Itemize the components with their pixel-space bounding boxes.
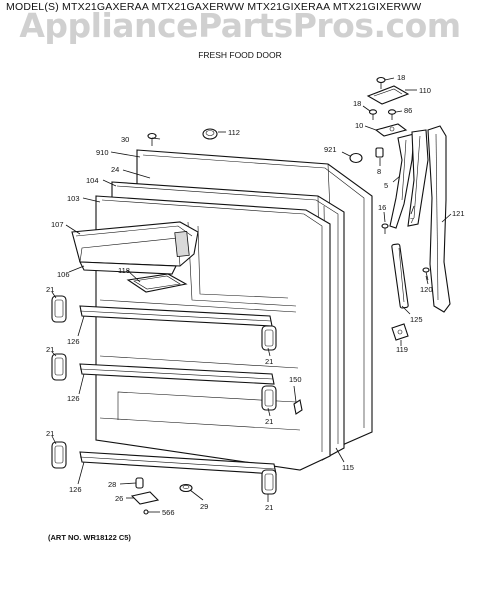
callout-104: 104 [86,176,99,185]
leader-lines [51,77,452,513]
clip-8 [375,147,384,158]
callout-18-mid: 18 [353,99,361,108]
callout-106: 106 [57,270,70,279]
callout-18-top: 18 [397,73,405,82]
callout-103: 103 [67,194,80,203]
callout-21-left-2: 21 [46,345,54,354]
callout-126-3: 126 [69,485,82,494]
butter-tray [126,273,188,293]
shelf-end-cap-right-3 [261,469,277,495]
screw-16 [381,223,389,234]
callout-10: 10 [355,121,363,130]
callout-107: 107 [51,220,64,229]
door-handle-121 [427,125,451,313]
plug-921 [349,152,363,164]
shelf-end-cap-left-1 [51,295,67,323]
handle-insert-7 [407,129,429,227]
callout-120: 120 [420,285,433,294]
callout-112: 112 [228,128,240,137]
hinge-10 [374,123,408,137]
callout-8: 8 [377,167,381,176]
callout-7: 7 [410,216,414,225]
screw-18-mid [368,109,378,120]
screw-86 [387,109,397,120]
callout-121: 121 [452,209,465,218]
dairy-compartment-door [71,221,199,267]
screw-120 [422,267,430,281]
callout-16: 16 [378,203,386,212]
stop-150 [293,399,303,415]
callout-566: 566 [162,508,175,517]
callout-86: 86 [404,106,412,115]
callout-28: 28 [108,480,116,489]
bracket-26 [130,491,160,505]
shelf-end-cap-left-2 [51,353,67,381]
callout-29: 29 [200,502,208,511]
plug-112 [202,128,218,140]
callout-5: 5 [384,181,388,190]
art-number: (ART NO. WR18122 C5) [48,533,131,542]
model-list: MODEL(S) MTX21GAXERAA MTX21GAXERWW MTX21… [6,1,422,13]
callout-119: 119 [396,345,408,354]
bottom-hinge-119 [391,323,409,341]
callout-21-left-1: 21 [46,285,54,294]
watermark: AppliancePartsPros.com [19,6,461,45]
callout-26: 26 [115,494,123,503]
shelf-end-cap-left-3 [51,441,67,469]
door-shelf-2 [79,363,275,385]
callout-21-right-3: 21 [265,503,273,512]
callout-126-2: 126 [67,394,80,403]
callout-24: 24 [111,165,119,174]
callout-115: 115 [342,463,354,472]
bracket-28 [135,477,144,489]
callout-125: 125 [410,315,423,324]
diagram-subtitle: FRESH FOOD DOOR [198,50,282,60]
screw-30 [147,132,157,146]
callout-921: 921 [324,145,337,154]
handle-trim-125 [391,243,409,309]
callout-labels: 18 110 18 86 10 8 112 30 910 24 921 104 … [46,73,465,517]
callout-21-right-1: 21 [265,357,273,366]
callout-126-1: 126 [67,337,80,346]
hinge-cover-110 [366,85,410,105]
callout-30: 30 [121,135,129,144]
callout-118: 118 [118,266,130,275]
dairy-compartment-base [79,261,177,275]
callout-150: 150 [289,375,302,384]
screw-566 [143,509,149,515]
callout-910: 910 [96,148,109,157]
shelf-end-cap-right-1 [261,325,277,351]
screw-18-top [376,76,386,89]
callout-21-left-3: 21 [46,429,54,438]
plug-29 [179,483,193,493]
shelf-end-cap-right-2 [261,385,277,411]
callout-21-right-2: 21 [265,417,273,426]
callout-110: 110 [419,86,431,95]
